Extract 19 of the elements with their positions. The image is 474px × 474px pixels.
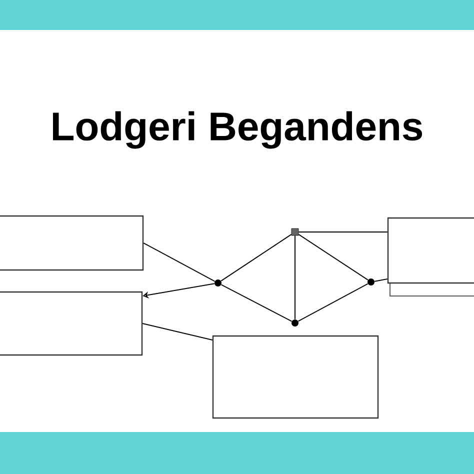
title: Lodgeri Begandens — [53, 111, 422, 149]
junction-dot — [368, 278, 374, 286]
connector-line — [142, 323, 213, 340]
band — [0, 432, 474, 474]
connector-line — [220, 284, 292, 322]
text-box — [212, 335, 379, 419]
connector-line — [294, 235, 296, 320]
connector-line — [298, 234, 368, 280]
connector-line — [143, 242, 216, 282]
text-box — [387, 217, 474, 284]
connector-line — [220, 234, 292, 282]
junction-square — [291, 228, 299, 236]
text-box — [0, 215, 144, 271]
connector-line — [298, 283, 368, 322]
junction-dot — [292, 320, 298, 326]
text-box — [0, 291, 143, 356]
connector-line — [374, 278, 388, 282]
junction-dot — [214, 280, 222, 286]
band — [0, 0, 474, 30]
